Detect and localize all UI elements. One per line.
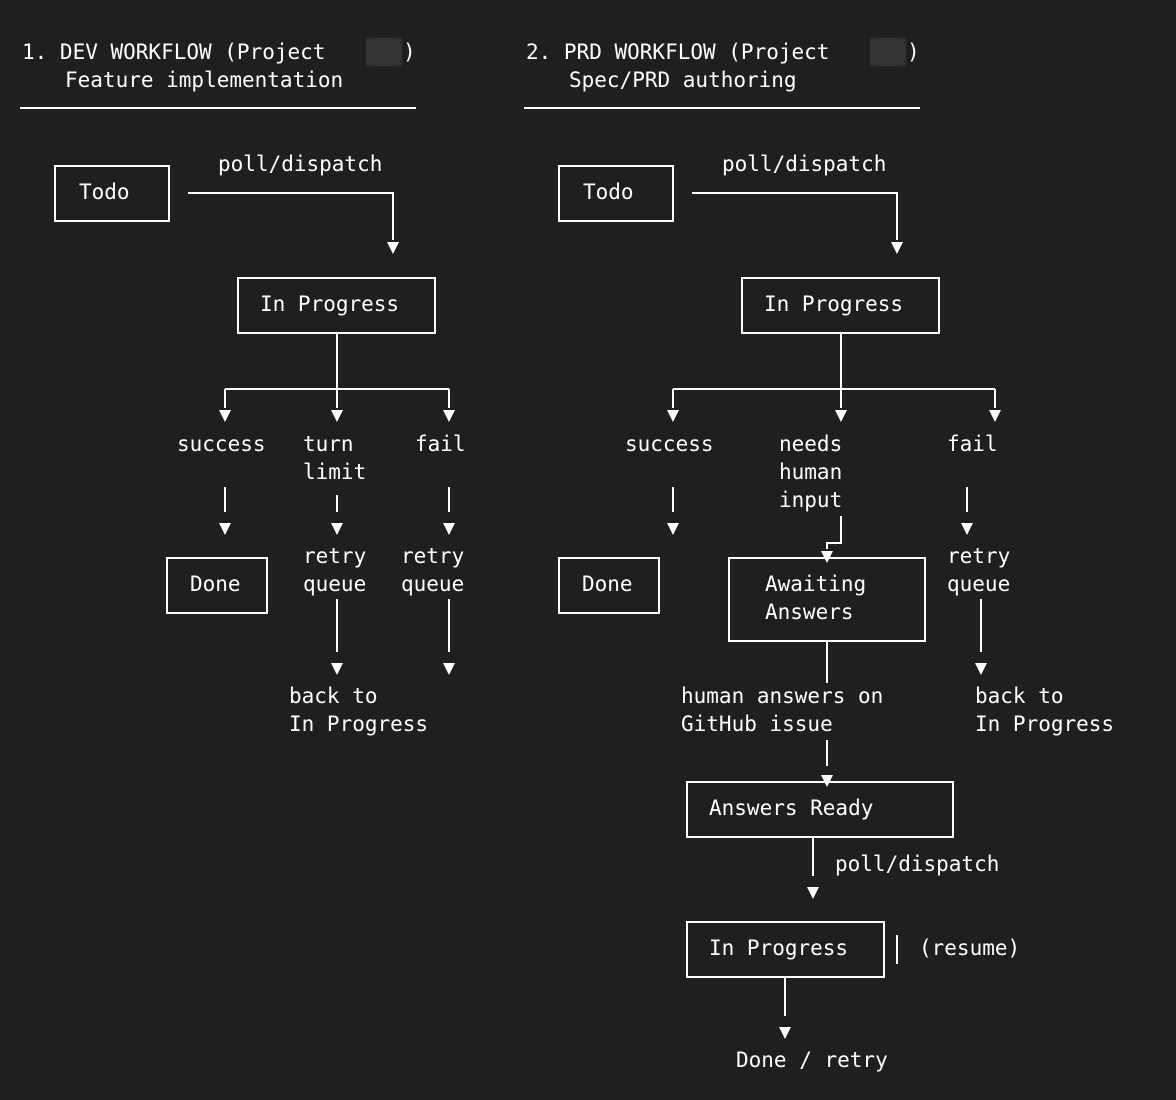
- dev-done-label: Done: [190, 572, 241, 596]
- prd-arrow-back: [975, 663, 987, 675]
- dev-poll-label: poll/dispatch: [218, 152, 382, 176]
- prd-awaiting-line2: Answers: [765, 600, 854, 624]
- prd-back-to-line2: In Progress: [975, 712, 1114, 736]
- dev-arrow-back-2: [443, 663, 455, 675]
- prd-awaiting-line1: Awaiting: [765, 572, 866, 596]
- prd-in-progress-box: [741, 277, 940, 334]
- prd-needs-line1: needs: [779, 432, 842, 456]
- prd-arrow-done-retry: [779, 1027, 791, 1039]
- prd-in-progress2-box: [686, 921, 885, 978]
- prd-subtitle: Spec/PRD authoring: [569, 68, 797, 92]
- dev-todo-box: [54, 165, 170, 222]
- prd-answers-ready-label: Answers Ready: [709, 796, 873, 820]
- dev-arrow-back-1: [331, 663, 343, 675]
- dev-arrow-to-in-progress: [387, 242, 399, 254]
- dev-turn-limit-line1: turn: [303, 432, 354, 456]
- prd-arrow-needs-input: [835, 410, 847, 422]
- dev-back-to-line2: In Progress: [289, 712, 428, 736]
- dev-subtitle: Feature implementation: [65, 68, 343, 92]
- dev-back-to-line1: back to: [289, 684, 378, 708]
- dev-success-label: success: [177, 432, 266, 456]
- dev-arrow-fail: [443, 410, 455, 422]
- dev-done-box: [166, 557, 268, 614]
- prd-arrow-to-in-progress: [891, 242, 903, 254]
- dev-fail-label: fail: [415, 432, 466, 456]
- prd-todo-label: Todo: [583, 180, 634, 204]
- dev-arrow-success: [219, 410, 231, 422]
- dev-in-progress-box: [237, 277, 436, 334]
- prd-needs-line2: human: [779, 460, 842, 484]
- dev-retry-queue-1-line2: queue: [303, 572, 366, 596]
- dev-title-suffix: ): [403, 40, 416, 64]
- prd-workflow: 2. PRD WORKFLOW (Project ) Spec/PRD auth…: [524, 38, 1114, 1072]
- dev-project-redaction: [366, 38, 402, 66]
- dev-arrow-retry-queue-2: [443, 523, 455, 535]
- prd-branch-connector: [672, 334, 996, 408]
- prd-poll-label: poll/dispatch: [722, 152, 886, 176]
- dev-retry-queue-2-line2: queue: [401, 572, 464, 596]
- prd-todo-connector: [692, 192, 898, 240]
- dev-branch-connector: [224, 334, 450, 408]
- dev-in-progress-label: In Progress: [260, 292, 399, 316]
- prd-title-suffix: ): [907, 40, 920, 64]
- dev-turn-limit-line2: limit: [303, 460, 366, 484]
- prd-todo-box: [558, 165, 674, 222]
- prd-project-redaction: [870, 38, 906, 66]
- prd-human-answers-line1: human answers on: [681, 684, 883, 708]
- prd-in-progress-label: In Progress: [764, 292, 903, 316]
- prd-done-retry-label: Done / retry: [736, 1048, 888, 1072]
- prd-awaiting-box: [728, 557, 926, 642]
- dev-arrow-done: [219, 523, 231, 535]
- dev-retry-queue-1-line1: retry: [303, 544, 366, 568]
- prd-done-box: [558, 557, 660, 614]
- dev-arrow-retry-queue-1: [331, 523, 343, 535]
- prd-retry-queue-line2: queue: [947, 572, 1010, 596]
- prd-in-progress2-label: In Progress: [709, 936, 848, 960]
- prd-human-answers-line2: GitHub issue: [681, 712, 833, 736]
- dev-arrow-turn-limit: [331, 410, 343, 422]
- prd-arrow-in-progress2: [807, 887, 819, 899]
- prd-needs-connector: [826, 516, 842, 549]
- dev-todo-label: Todo: [79, 180, 130, 204]
- prd-arrow-done: [667, 523, 679, 535]
- prd-needs-line3: input: [779, 488, 842, 512]
- dev-retry-queue-2-line1: retry: [401, 544, 464, 568]
- prd-fail-label: fail: [947, 432, 998, 456]
- prd-retry-queue-line1: retry: [947, 544, 1010, 568]
- prd-poll2-label: poll/dispatch: [835, 852, 999, 876]
- prd-arrow-success: [667, 410, 679, 422]
- dev-workflow: 1. DEV WORKFLOW (Project ) Feature imple…: [20, 38, 466, 736]
- dev-todo-connector: [188, 192, 394, 240]
- prd-done-label: Done: [582, 572, 633, 596]
- dev-title-prefix: 1. DEV WORKFLOW (Project: [22, 40, 338, 64]
- prd-answers-ready-box: [686, 781, 954, 838]
- prd-back-to-line1: back to: [975, 684, 1064, 708]
- prd-title-prefix: 2. PRD WORKFLOW (Project: [526, 40, 842, 64]
- prd-arrow-retry-queue: [961, 523, 973, 535]
- prd-success-label: success: [625, 432, 714, 456]
- prd-arrow-fail: [989, 410, 1001, 422]
- prd-resume-label: (resume): [919, 936, 1020, 960]
